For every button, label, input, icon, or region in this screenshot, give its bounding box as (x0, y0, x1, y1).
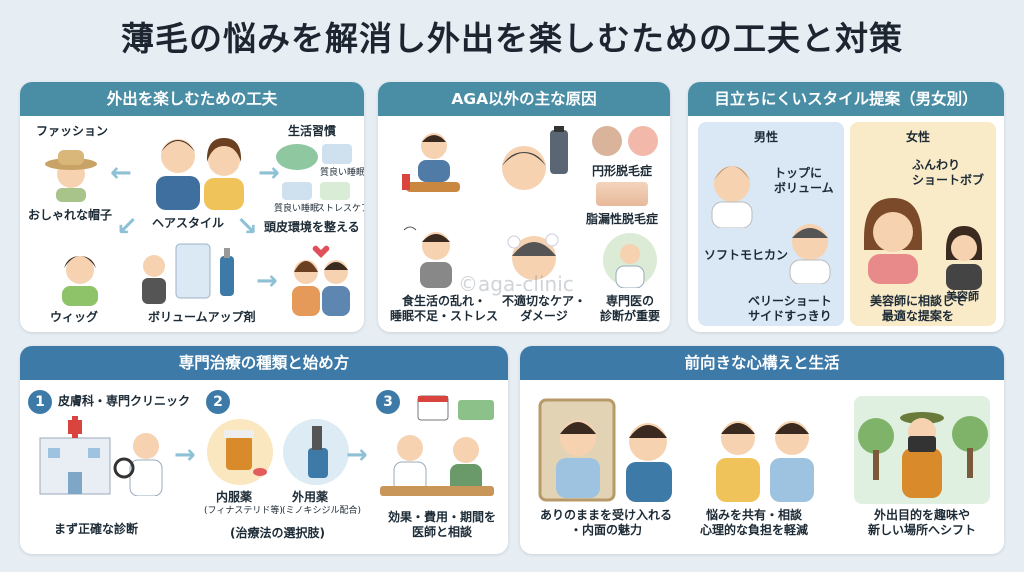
care-label: 不適切なケア・ ダメージ (502, 294, 586, 324)
fluffy-bob-text: ふんわり ショートボブ (912, 158, 985, 187)
topical-note: (ミノキシジル配合) (282, 506, 362, 516)
hair-care-icon (502, 126, 568, 190)
hat-label: おしゃれな帽子 (28, 208, 113, 222)
arrow-right-step1: → (174, 440, 196, 470)
hat-person-icon (45, 150, 97, 202)
sleep-icon (322, 144, 352, 164)
stress-care-label: ストレスケア (316, 204, 364, 214)
style-panel: 目立ちにくいスタイル提案（男女別） 男性 トップに ボリューム ソフトモヒカン … (688, 82, 1004, 332)
female-section: 女性 ふんわり ショートボブ 美容師 美容師に相談して 最適な提案を (850, 122, 996, 326)
step-2-badge: 2 (206, 390, 230, 414)
sharing-friends-icon (716, 421, 814, 502)
couple-icon (156, 138, 244, 210)
hiking-photographer-icon (854, 396, 990, 504)
diet-label: 食生活の乱れ・ 睡眠不足・ストレス (390, 294, 498, 324)
alopecia-scalp-icon (592, 126, 622, 156)
stressed-man-icon (403, 226, 452, 288)
topical-label: 外用薬 (292, 490, 329, 504)
topical-medicine-icon (283, 419, 349, 485)
stylist-woman-icon (946, 226, 982, 290)
arrow-down-left-icon: ↙ (116, 212, 138, 242)
very-short-text: ベリーショート サイドすっきり (748, 294, 832, 323)
step-3-badge: 3 (376, 390, 400, 414)
scalp-label: 頭皮環境を整える (264, 220, 360, 234)
stylist-label: 美容師 (946, 290, 979, 303)
fashion-label: ファッション (36, 124, 109, 138)
arrow-down-right-icon: ↘ (236, 212, 258, 242)
lifestyle-label: 生活習慣 (288, 124, 337, 138)
mirror-reflection-icon (538, 398, 672, 502)
wig-person-icon (62, 256, 98, 306)
step-1-caption: まず正確な診断 (54, 522, 139, 536)
male-badge: 男性 (754, 130, 779, 144)
top-volume-text: トップに ボリューム (774, 166, 834, 195)
accept-label: ありのままを受け入れる ・内面の魅力 (540, 508, 672, 538)
soft-mohican-label: ソフトモヒカン (704, 248, 789, 262)
mindset-panel: 前向きな心構えと生活 ありのままを受け入れる ・内面の魅力 悩みを共有・相談 心… (520, 346, 1004, 554)
hairstyle-label: ヘアスタイル (152, 216, 225, 230)
doctor-label: 専門医の 診断が重要 (600, 294, 660, 324)
page-title: 薄毛の悩みを解消し外出を楽しむための工夫と対策 (121, 19, 903, 58)
sleep-label-2: 質良い睡眠 (274, 204, 320, 214)
step-3-caption: 効果・費用・期間を 医師と相談 (388, 510, 496, 540)
oral-label: 内服薬 (216, 490, 253, 504)
eating-man-icon (402, 133, 460, 192)
arrow-right-icon: → (258, 158, 280, 188)
arrow-right-icon-2: → (256, 266, 278, 296)
step-3-caption-text: 効果・費用・期間を 医師と相談 (388, 510, 497, 539)
oral-note: (フィナステリド等) (204, 506, 283, 516)
male-section: 男性 トップに ボリューム ソフトモヒカン ベリーショート サイドすっきり (698, 122, 844, 326)
clinic-icon (39, 416, 163, 496)
mirror-icon (142, 243, 234, 304)
arrow-left-icon: ← (110, 158, 132, 188)
alopecia-label: 円形脱毛症 (592, 164, 653, 178)
soft-mohican-man-icon (711, 166, 753, 228)
treatment-panel: 専門治療の種類と始め方 1 皮膚科・専門クリニック まず正確な診断 → 2 内服… (20, 346, 508, 554)
accept-text: ありのままを受け入れる ・内面の魅力 (540, 508, 673, 537)
happy-couple-icon (292, 245, 350, 316)
fluffy-bob-label: ふんわり ショートボブ (912, 158, 984, 188)
food-icon (276, 144, 318, 170)
treatment-panel-header: 専門治療の種類と始め方 (20, 346, 508, 380)
step-1-badge: 1 (28, 390, 52, 414)
top-volume-label: トップに ボリューム (774, 166, 834, 196)
consultation-icon (380, 395, 494, 496)
causes-panel-header: AGA以外の主な原因 (378, 82, 670, 116)
share-label: 悩みを共有・相談 心理的な負担を軽減 (700, 508, 808, 538)
diet-text: 食生活の乱れ・ 睡眠不足・ストレス (390, 294, 499, 323)
arrow-right-step2: → (346, 440, 368, 470)
step-2-caption: (治療法の選択肢) (230, 526, 325, 540)
bob-woman-icon (864, 198, 922, 284)
causes-panel: AGA以外の主な原因 円形脱毛症 脂漏性脱毛症 食生活の乱れ・ 睡眠不足・ストレ… (378, 82, 670, 332)
seborrheic-scalp-icon (628, 126, 658, 156)
doctor-icon (603, 233, 657, 288)
damaged-hair-icon (507, 233, 559, 280)
hobby-label: 外出目的を趣味や 新しい場所へシフト (868, 508, 976, 538)
sleep-label-1: 質良い睡眠 (320, 168, 364, 178)
enjoy-panel: 外出を楽しむための工夫 ファッション おしゃれな帽子 ← ヘアスタイル → 生活… (20, 82, 364, 332)
enjoy-panel-header: 外出を楽しむための工夫 (20, 82, 364, 116)
care-text: 不適切なケア・ ダメージ (502, 294, 587, 323)
consult-stylist-label: 美容師に相談して 最適な提案を (870, 294, 966, 324)
step-1-label: 皮膚科・専門クリニック (58, 394, 191, 408)
very-short-man-icon (789, 224, 831, 284)
consult-stylist-text: 美容師に相談して 最適な提案を (870, 294, 966, 323)
doctor-text: 専門医の 診断が重要 (600, 294, 661, 323)
seborrheic-label: 脂漏性脱毛症 (586, 212, 659, 226)
follicle-icon (596, 182, 648, 206)
very-short-label: ベリーショート サイドすっきり (748, 294, 832, 324)
watermark: ©aga-clinic (458, 272, 574, 296)
bed-icon (282, 182, 312, 200)
mindset-panel-header: 前向きな心構えと生活 (520, 346, 1004, 380)
wig-label: ウィッグ (50, 310, 99, 324)
style-panel-header: 目立ちにくいスタイル提案（男女別） (688, 82, 1004, 116)
hobby-text: 外出目的を趣味や 新しい場所へシフト (868, 508, 977, 537)
share-text: 悩みを共有・相談 心理的な負担を軽減 (700, 508, 809, 537)
oral-medicine-icon (207, 419, 273, 485)
volume-label: ボリュームアップ剤 (148, 310, 256, 324)
stress-care-icon (320, 182, 350, 200)
female-badge: 女性 (906, 130, 931, 144)
